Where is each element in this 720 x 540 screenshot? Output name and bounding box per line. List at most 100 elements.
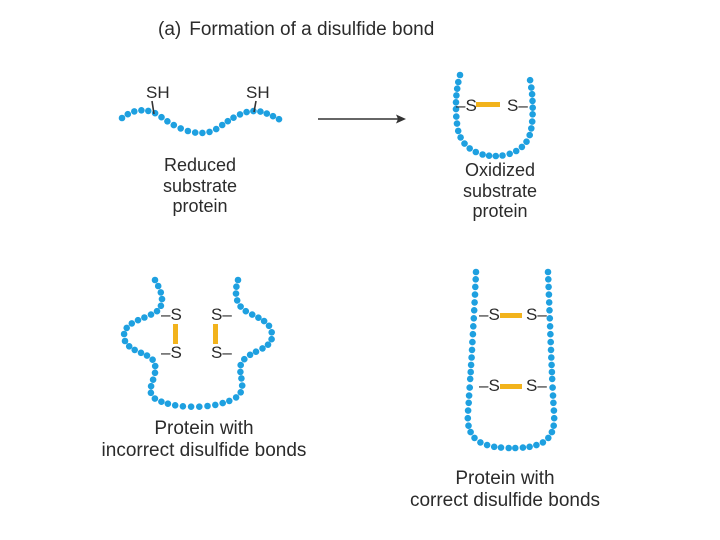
chain-bead bbox=[547, 323, 554, 330]
chain-bead bbox=[468, 354, 475, 361]
chain-bead bbox=[466, 384, 473, 391]
chain-bead bbox=[549, 384, 556, 391]
incorrect-s-bottom-left: –S bbox=[161, 343, 182, 363]
chain-bead bbox=[533, 442, 540, 449]
chain-bead bbox=[454, 120, 461, 127]
chain-bead bbox=[546, 307, 553, 314]
chain-bead bbox=[199, 130, 206, 137]
chain-bead bbox=[457, 134, 464, 141]
chain-bead bbox=[529, 104, 536, 111]
chain-bead bbox=[477, 439, 484, 446]
chain-bead bbox=[264, 110, 271, 117]
chain-bead bbox=[233, 290, 240, 297]
chain-bead bbox=[506, 151, 513, 158]
chain-bead bbox=[473, 269, 480, 276]
chain-bead bbox=[138, 107, 145, 114]
chain-bead bbox=[172, 402, 179, 409]
chain-bead bbox=[150, 376, 157, 383]
chain-bead bbox=[473, 149, 480, 156]
chain-bead bbox=[253, 348, 260, 355]
chain-bead bbox=[526, 444, 533, 451]
chain-bead bbox=[479, 151, 486, 158]
chain-bead bbox=[471, 299, 478, 306]
oxidized-s-right: S– bbox=[507, 96, 528, 116]
chain-bead bbox=[148, 311, 155, 318]
correct-s-lower-left: –S bbox=[479, 376, 500, 396]
chain-bead bbox=[144, 352, 151, 359]
incorrect-chain bbox=[121, 277, 275, 410]
incorrect-caption-line-1: Protein with bbox=[64, 418, 344, 440]
chain-bead bbox=[465, 400, 472, 407]
sh-left-label: SH bbox=[146, 83, 170, 103]
correct-s-upper-left: –S bbox=[479, 305, 500, 325]
chain-bead bbox=[469, 347, 476, 354]
chain-bead bbox=[268, 329, 275, 336]
chain-bead bbox=[145, 108, 152, 115]
chain-bead bbox=[158, 289, 165, 296]
correct-chain bbox=[465, 269, 558, 452]
chain-bead bbox=[148, 390, 155, 397]
chain-bead bbox=[520, 444, 527, 451]
chain-bead bbox=[472, 276, 479, 283]
oxidized-caption-line-1: Oxidized bbox=[440, 160, 560, 181]
chain-bead bbox=[129, 320, 136, 327]
chain-bead bbox=[126, 343, 133, 350]
chain-bead bbox=[141, 314, 148, 321]
chain-bead bbox=[548, 347, 555, 354]
chain-bead bbox=[529, 111, 536, 118]
chain-bead bbox=[461, 140, 468, 147]
chain-bead bbox=[471, 315, 478, 322]
chain-bead bbox=[529, 91, 536, 98]
chain-bead bbox=[149, 356, 156, 363]
incorrect-bond-right bbox=[213, 324, 218, 344]
chain-bead bbox=[454, 85, 461, 92]
chain-bead bbox=[548, 362, 555, 369]
chain-bead bbox=[135, 317, 142, 324]
chain-bead bbox=[177, 125, 184, 132]
incorrect-s-bottom-right: S– bbox=[211, 343, 232, 363]
chain-bead bbox=[122, 338, 129, 345]
chain-bead bbox=[261, 318, 268, 325]
chain-bead bbox=[466, 392, 473, 399]
incorrect-caption: Protein with incorrect disulfide bonds bbox=[64, 418, 344, 462]
chain-bead bbox=[465, 407, 472, 414]
chain-bead bbox=[471, 307, 478, 314]
chain-bead bbox=[152, 277, 159, 284]
reduced-chain bbox=[119, 107, 283, 136]
chain-bead bbox=[467, 369, 474, 376]
chain-bead bbox=[164, 118, 171, 125]
chain-bead bbox=[550, 400, 557, 407]
chain-bead bbox=[237, 111, 244, 118]
chain-bead bbox=[219, 400, 226, 407]
chain-bead bbox=[529, 98, 536, 105]
chain-bead bbox=[121, 331, 128, 338]
chain-bead bbox=[469, 339, 476, 346]
chain-bead bbox=[513, 148, 520, 155]
chain-bead bbox=[268, 336, 275, 343]
reduced-caption-line-1: Reduced bbox=[140, 155, 260, 176]
chain-bead bbox=[196, 403, 203, 410]
chain-bead bbox=[237, 389, 244, 396]
reduced-caption-line-3: protein bbox=[140, 196, 260, 217]
oxidized-caption-line-3: protein bbox=[440, 201, 560, 222]
chain-bead bbox=[472, 291, 479, 298]
chain-bead bbox=[159, 296, 166, 303]
chain-bead bbox=[239, 382, 246, 389]
correct-bond-upper bbox=[500, 313, 522, 318]
chain-bead bbox=[206, 129, 213, 136]
chain-bead bbox=[255, 314, 262, 321]
chain-bead bbox=[528, 84, 535, 91]
chain-bead bbox=[235, 277, 242, 284]
chain-bead bbox=[154, 308, 161, 315]
chain-bead bbox=[158, 398, 165, 405]
chain-bead bbox=[237, 303, 244, 310]
chain-bead bbox=[270, 113, 277, 120]
oxidized-bond bbox=[476, 102, 500, 107]
figure-title: (a)Formation of a disulfide bond bbox=[158, 19, 434, 41]
reduced-caption-line-2: substrate bbox=[140, 176, 260, 197]
chain-bead bbox=[230, 114, 237, 121]
chain-bead bbox=[233, 283, 240, 290]
chain-bead bbox=[545, 284, 552, 291]
chain-bead bbox=[192, 129, 199, 136]
oxidized-caption-line-2: substrate bbox=[440, 181, 560, 202]
